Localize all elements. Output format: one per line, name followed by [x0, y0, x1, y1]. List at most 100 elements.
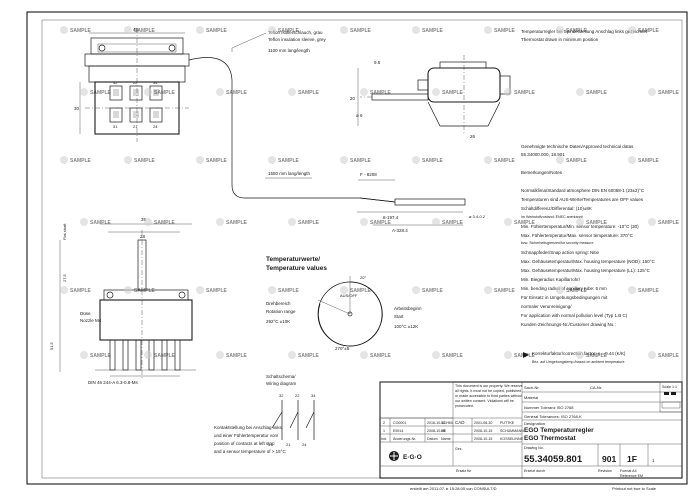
svg-text:SAMPLE: SAMPLE [154, 220, 176, 226]
svg-text:Max. Gehäusetemperatur/Max. ho: Max. Gehäusetemperatur/Max. housing temp… [521, 268, 651, 273]
svg-text:SAMPLE: SAMPLE [442, 220, 464, 226]
watermark-logo: SAMPLE [504, 218, 536, 226]
svg-text:Kunden-Zeichnungs-Nr./Customer: Kunden-Zeichnungs-Nr./Customer drawing N… [521, 322, 616, 327]
svg-text:901: 901 [602, 454, 616, 464]
svg-text:SAMPLE: SAMPLE [298, 220, 320, 226]
svg-text:SCHMI: SCHMI [441, 421, 453, 425]
svg-text:AUS/OFF: AUS/OFF [340, 293, 358, 298]
svg-text:Temperaturen sind AUS-Werte/Te: Temperaturen sind AUS-Werte/Temperatures… [521, 197, 644, 202]
svg-text:270°±5: 270°±5 [335, 346, 350, 351]
watermark-logo: SAMPLE [628, 26, 660, 34]
svg-text:EGO Thermostat: EGO Thermostat [524, 435, 576, 442]
svg-text:55.34059.801: 55.34059.801 [524, 454, 583, 465]
svg-text:2008-10-15: 2008-10-15 [427, 429, 445, 433]
watermark-logo: SAMPLE [196, 156, 228, 164]
svg-text:Temperaturwerte/: Temperaturwerte/ [266, 256, 320, 263]
svg-text:SAMPLE: SAMPLE [658, 353, 680, 359]
svg-text:100°C ±12K: 100°C ±12K [394, 324, 418, 329]
watermark-logo: SAMPLE [360, 351, 392, 359]
svg-text:Schnappfeder/Snap action sprin: Schnappfeder/Snap action spring: Nitie [521, 250, 600, 255]
svg-text:SAMPLE: SAMPLE [370, 353, 392, 359]
watermark-logo: SAMPLE [648, 218, 680, 226]
svg-text:SAMPLE: SAMPLE [154, 90, 176, 96]
watermark-logo: SAMPLE [412, 156, 444, 164]
svg-text:1F: 1F [627, 454, 637, 464]
watermark-logo: SAMPLE [124, 286, 156, 294]
svg-text:erstellt am 2011-07- ▸ 15:28:: erstellt am 2011-07- ▸ 15:28:05 von CONS… [410, 486, 497, 491]
watermark-logo: SAMPLE [216, 351, 248, 359]
svg-text:55.34000.000, 18.901: 55.34000.000, 18.901 [521, 152, 565, 157]
svg-text:CO0001: CO0001 [393, 421, 406, 425]
svg-text:SAMPLE: SAMPLE [70, 28, 92, 34]
svg-text:prosecuted.: prosecuted. [455, 404, 474, 408]
svg-text:Für Einsatz in Umgebungsbeding: Für Einsatz in Umgebungsbedingungen mit [521, 295, 608, 300]
svg-text:Im Werkstoffzustand: ENEC aner: Im Werkstoffzustand: ENEC anerkannt [521, 215, 583, 219]
svg-text:SAMPLE: SAMPLE [226, 220, 248, 226]
watermark-logo: SAMPLE [556, 286, 588, 294]
svg-text:Printout not true to Scale: Printout not true to Scale [612, 486, 657, 491]
footer: erstellt am 2011-07- ▸ 15:28:05 von CONS… [410, 486, 657, 491]
svg-text:Datum: Datum [427, 437, 438, 441]
svg-text:51.5: 51.5 [49, 341, 54, 350]
approval-notes: Genehmigte technische Daten/Approved tec… [521, 144, 656, 364]
svg-text:and a sensor temperature of >: and a sensor temperature of > 15°C [214, 449, 286, 454]
sleeve-callout: Teflon Isolierschlauch, grau Teflon insu… [231, 30, 327, 53]
svg-text:HE: HE [441, 429, 447, 433]
svg-text:F - 8208: F - 8208 [360, 172, 377, 177]
watermark-logo: SAMPLE [80, 351, 112, 359]
watermark-logo: SAMPLE [196, 26, 228, 34]
svg-text:SAMPLE: SAMPLE [206, 158, 228, 164]
watermark-logo: SAMPLE [60, 26, 92, 34]
svg-text:2016-10-15: 2016-10-15 [427, 421, 445, 425]
watermark-logo: SAMPLE [340, 156, 372, 164]
svg-text:SAMPLE: SAMPLE [638, 28, 660, 34]
svg-text:34: 34 [311, 393, 316, 398]
svg-text:SAMPLE: SAMPLE [514, 353, 536, 359]
svg-text:1: 1 [652, 458, 655, 463]
svg-text:Revision: Revision [598, 469, 612, 473]
inner-border [41, 19, 683, 479]
svg-text:2008-10-15: 2008-10-15 [474, 429, 492, 433]
svg-text:SAMPLE: SAMPLE [566, 158, 588, 164]
watermark-logo: SAMPLE [556, 156, 588, 164]
svg-text:Kontaktstellung bei Anschlag l: Kontaktstellung bei Anschlag links [214, 425, 283, 430]
svg-text:KOSSELINNE: KOSSELINNE [500, 437, 524, 441]
section-view: 35 28 51.5 27.5 Flat shaft Düse Nozzle M… [49, 217, 196, 385]
svg-text:44: 44 [133, 27, 139, 32]
svg-text:General Tolerances: ISO 2768-K: General Tolerances: ISO 2768-K [524, 414, 582, 419]
svg-text:Ersetzt durch: Ersetzt durch [524, 469, 545, 473]
svg-text:SAMPLE: SAMPLE [154, 353, 176, 359]
svg-text:SAMPLE: SAMPLE [514, 220, 536, 226]
terminal-label: 24 [153, 124, 158, 129]
svg-text:Designation: Designation [524, 421, 545, 426]
terminal-labels: 32 22 34 31 21 24 [113, 80, 158, 129]
svg-text:Drehbereich: Drehbereich [266, 301, 291, 306]
svg-text:SAMPLE: SAMPLE [298, 353, 320, 359]
terminal-label: 32 [113, 80, 118, 85]
svg-text:Temperaturregler bei Spindelst: Temperaturregler bei Spindelstellung Ans… [521, 29, 648, 34]
watermark-logo: SAMPLE [60, 156, 92, 164]
svg-text:SAMPLE: SAMPLE [226, 90, 248, 96]
svg-text:normaler Verunreinigung/: normaler Verunreinigung/ [521, 304, 572, 309]
svg-text:SAMPLE: SAMPLE [658, 90, 680, 96]
svg-text:SAMPLE: SAMPLE [658, 220, 680, 226]
svg-text:1100 mm lang/length: 1100 mm lang/length [268, 48, 310, 53]
svg-text:SAMPLE: SAMPLE [90, 220, 112, 226]
svg-text:Min. Fühlertemperatur/Min. sen: Min. Fühlertemperatur/Min. sensor temper… [521, 224, 639, 229]
watermark-logo: SAMPLE [196, 286, 228, 294]
watermark-logo: SAMPLE [268, 286, 300, 294]
watermark-logo: SAMPLE [216, 88, 248, 96]
svg-text:SAMPLE: SAMPLE [422, 28, 444, 34]
svg-text:SAMPLE: SAMPLE [350, 158, 372, 164]
svg-text:Rotation range: Rotation range [266, 309, 296, 314]
watermark-logo: SAMPLE [484, 26, 516, 34]
svg-text:Düse: Düse [80, 311, 91, 316]
svg-text:SCHUMMANN: SCHUMMANN [500, 429, 524, 433]
side-view: 20 ø 6 9.5 26 [350, 55, 511, 139]
svg-text:SAMPLE: SAMPLE [90, 353, 112, 359]
svg-text:Material: Material [524, 395, 538, 400]
svg-text:DIN 46 244-A 6.3-0.8-Ms: DIN 46 244-A 6.3-0.8-Ms [88, 380, 139, 385]
svg-text:SAMPLE: SAMPLE [638, 288, 660, 294]
capillary-length: 1550 mm lang/length [268, 171, 311, 176]
watermark-logo: SAMPLE [432, 351, 464, 359]
